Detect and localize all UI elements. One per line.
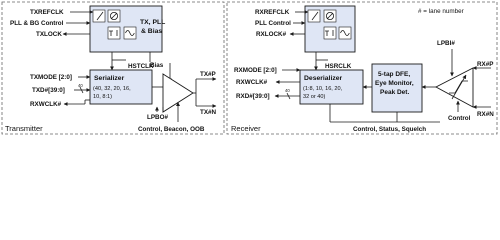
svg-text:TX, PLL & Bias: TX, PLL & Bias bbox=[140, 19, 167, 35]
txwclk-label: RXWCLK# bbox=[30, 101, 62, 108]
rxd-label: RXD#[39:0] bbox=[236, 93, 270, 100]
deserializer-desc-line1: (1:8, 10, 16, 20, bbox=[303, 86, 343, 92]
tx-divider-icon bbox=[92, 9, 106, 23]
tx-filter-icon bbox=[107, 26, 121, 40]
deserializer-block bbox=[299, 69, 364, 105]
rxmode-label: RXMODE [2:0] bbox=[234, 67, 277, 74]
dfe-label-line2: Eye Monitor, bbox=[375, 80, 414, 87]
txmode-label: TXMODE [2:0] bbox=[30, 74, 72, 81]
svg-text:5-tap DFE, Eye Monitor,: 5-tap DFE, Eye Monitor, Peak Det. bbox=[375, 71, 415, 96]
rxp-label: RX#P bbox=[477, 61, 493, 68]
lpbo-label: LPBO# bbox=[147, 114, 168, 121]
txd-label: TXD#[39:0] bbox=[32, 87, 65, 94]
rx-bus-width: 40 bbox=[285, 88, 290, 93]
serializer-desc-line2: 10, 8:1) bbox=[93, 94, 112, 100]
pll-bg-control-label: PLL & BG Control bbox=[10, 20, 64, 27]
dfe-block bbox=[371, 63, 423, 113]
tx-bus-width: 40 bbox=[78, 83, 83, 88]
rx-equalizer bbox=[435, 67, 474, 108]
txrefclk-label: TXREFCLK bbox=[30, 9, 64, 16]
hsrclk-label: HSRCLK bbox=[325, 63, 352, 70]
rxwclk-label: RXWCLK# bbox=[236, 79, 268, 86]
receiver-label: Receiver bbox=[231, 124, 261, 133]
dfe-label-line1: 5-tap DFE, bbox=[378, 71, 410, 78]
transmitter-panel bbox=[1, 1, 225, 135]
dfe-label-line3: Peak Det. bbox=[380, 89, 409, 96]
serializer-block bbox=[89, 69, 153, 105]
serdes-block-diagram: Transmitter TX, PLL & Bias TXREFCLK PLL … bbox=[1, 1, 498, 135]
receiver-panel bbox=[226, 1, 498, 135]
deserializer-desc-line2: 32 or 40) bbox=[303, 94, 326, 100]
tx-pll-label-line2: & Bias bbox=[141, 28, 162, 35]
rx-control-label: Control bbox=[448, 115, 471, 122]
txp-label: TX#P bbox=[200, 71, 216, 78]
svg-text:(1:8, 10, 16, 20, 32 or 40: (1:8, 10, 16, 20, 32 or 40) bbox=[303, 86, 344, 100]
rxn-label: RX#N bbox=[477, 111, 494, 118]
rx-filter-icon bbox=[323, 26, 337, 40]
tx-control-label: Control, Beacon, OOB bbox=[138, 126, 205, 133]
deserializer-title: Deserializer bbox=[304, 75, 343, 82]
hstclk-label: HSTCLK bbox=[128, 63, 154, 70]
rxrefclk-label: RXREFCLK bbox=[255, 9, 290, 16]
lane-number-legend: # = lane number bbox=[418, 8, 464, 15]
tx-pll-block bbox=[89, 5, 163, 53]
serializer-desc-line1: (40, 32, 20, 16, bbox=[93, 86, 131, 92]
svg-text:(40, 32, 20, 16, 10, 8:1): (40, 32, 20, 16, 10, 8:1) bbox=[93, 86, 132, 100]
lpbi-label: LPBI# bbox=[437, 40, 455, 47]
rx-status-label: Control, Status, Squelch bbox=[353, 126, 426, 133]
txn-label: TX#N bbox=[200, 109, 217, 116]
transmitter-label: Transmitter bbox=[5, 124, 43, 133]
serializer-title: Serializer bbox=[94, 75, 125, 82]
rx-pll-control-label: PLL Control bbox=[255, 20, 291, 27]
tx-pll-label-line1: TX, PLL bbox=[140, 19, 165, 26]
rx-divider-icon bbox=[307, 9, 321, 23]
txlock-label: TXLOCK bbox=[36, 31, 62, 38]
bias-label: Bias bbox=[150, 62, 164, 69]
rxlock-label: RXLOCK# bbox=[256, 31, 287, 38]
